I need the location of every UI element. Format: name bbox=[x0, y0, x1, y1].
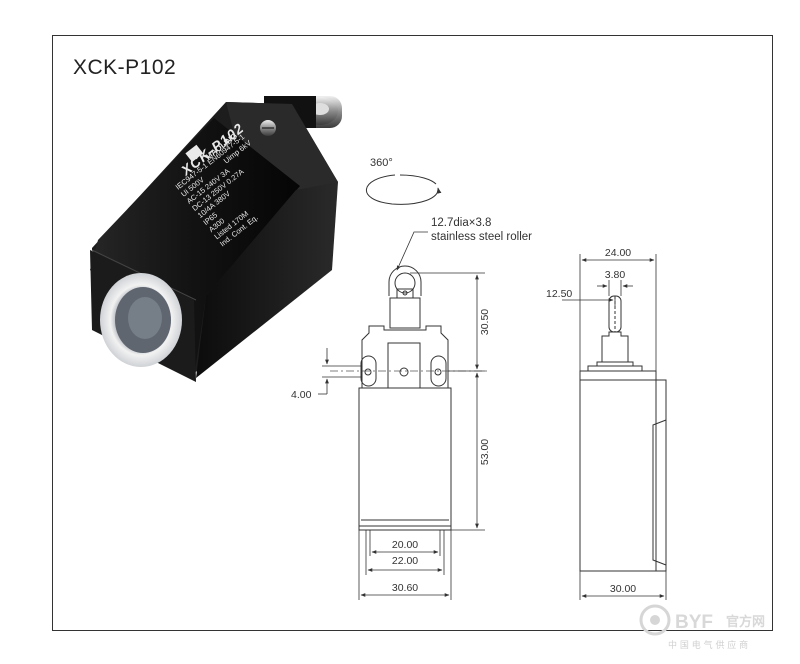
front-dimensions bbox=[318, 272, 485, 600]
side-dimensions bbox=[562, 254, 667, 600]
dim-side-offset: 12.50 bbox=[546, 288, 572, 300]
dim-width-inner2: 22.00 bbox=[392, 555, 418, 567]
dim-side-width-total: 30.00 bbox=[610, 583, 636, 595]
watermark-logo-icon bbox=[639, 604, 671, 636]
roller-note-line1: 12.7dia×3.8 bbox=[431, 217, 491, 229]
watermark: BYF 官方网 中 国 电 气 供 应 商 bbox=[639, 604, 765, 651]
dim-height-body: 53.00 bbox=[479, 439, 491, 465]
product-photo: MAOLING XCK-P102 IEC947-5-1 EN60947-5-1 … bbox=[90, 96, 342, 382]
dim-height-head: 30.50 bbox=[479, 309, 491, 335]
dim-width-inner1: 20.00 bbox=[392, 539, 418, 551]
drawing-frame bbox=[52, 35, 773, 631]
front-view bbox=[358, 265, 452, 531]
cable-entry bbox=[100, 273, 182, 367]
dim-width-total: 30.60 bbox=[392, 582, 418, 594]
watermark-main: BYF bbox=[675, 612, 713, 633]
brand-logo-icon bbox=[185, 144, 204, 163]
roller-note-line2: stainless steel roller bbox=[431, 231, 532, 243]
rotation-symbol: 360° bbox=[366, 157, 442, 205]
watermark-sub: 中 国 电 气 供 应 商 bbox=[668, 639, 748, 651]
rotation-label: 360° bbox=[370, 157, 393, 169]
dim-hole-gap: 4.00 bbox=[291, 389, 312, 401]
page-title: XCK-P102 bbox=[73, 56, 177, 79]
watermark-suffix: 官方网 bbox=[726, 614, 765, 629]
roller-note: 12.7dia×3.8 stainless steel roller bbox=[396, 217, 532, 271]
side-view bbox=[579, 295, 667, 572]
dim-side-width-top: 24.00 bbox=[605, 247, 631, 259]
dim-roller-width: 3.80 bbox=[605, 269, 626, 281]
